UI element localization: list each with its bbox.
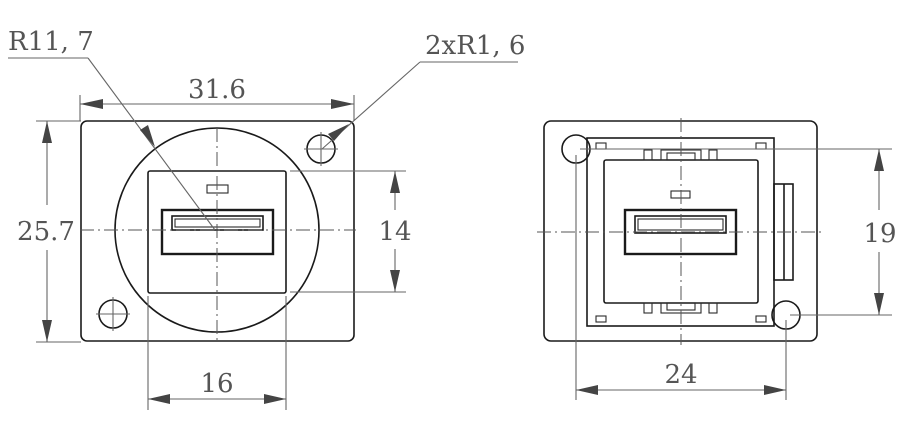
dimension-hole-spacing-19: 19 xyxy=(863,219,896,249)
dimension-width-31-6: 31.6 xyxy=(188,75,246,105)
dimension-inner-height-14: 14 xyxy=(378,217,411,247)
label-corner-radius-2xr1-6: 2xR1, 6 xyxy=(425,31,525,61)
dimension-inner-width-16: 16 xyxy=(200,369,233,399)
dimension-hole-spacing-24: 24 xyxy=(664,360,697,390)
front-flange-outline xyxy=(80,120,355,342)
front-view: 31.6 25.7 14 16 R11, 7 2xR1, 6 xyxy=(8,27,525,410)
rear-view: 19 24 xyxy=(537,118,897,400)
label-radius-r11-7: R11, 7 xyxy=(8,27,94,57)
dimension-height-25-7: 25.7 xyxy=(17,217,75,247)
